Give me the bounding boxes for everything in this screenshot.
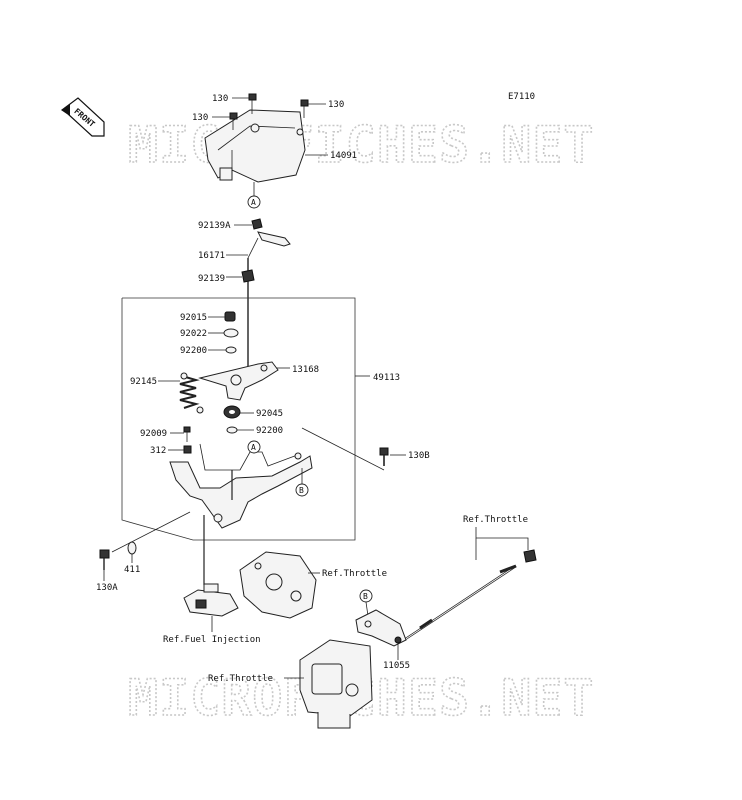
washer-411 <box>127 541 137 555</box>
callout-b-mid <box>295 483 309 497</box>
assembly-frame-49113 <box>121 297 356 541</box>
front-arrow-icon: FRONT <box>60 97 105 137</box>
label-92045: 92045 <box>256 409 283 419</box>
throttle-body-lower <box>299 639 373 729</box>
callout-b-lower-text: B <box>363 592 368 601</box>
label-11055: 11055 <box>383 661 410 671</box>
washer-92200-b <box>226 426 238 434</box>
washer-92022 <box>223 328 239 338</box>
callout-a-top-text: A <box>251 198 256 207</box>
ref-throttle-3: Ref.Throttle <box>208 674 273 684</box>
label-130-a: 130 <box>212 94 228 104</box>
label-130-b: 130 <box>192 113 208 123</box>
spring-92145 <box>179 372 204 414</box>
ref-throttle-2: Ref.Throttle <box>463 515 528 525</box>
cover-14091 <box>204 109 306 183</box>
label-92139: 92139 <box>198 274 225 284</box>
label-312: 312 <box>150 446 166 456</box>
nut-312 <box>183 445 192 454</box>
callout-a-mid-text: A <box>251 443 256 452</box>
clip-92139 <box>241 269 255 283</box>
label-130-c: 130 <box>328 100 344 110</box>
ref-fuel-injection: Ref.Fuel Injection <box>163 635 261 645</box>
bracket <box>169 455 313 529</box>
bolt-130-left <box>229 112 238 130</box>
label-92139a: 92139A <box>198 221 231 231</box>
label-49113: 49113 <box>373 373 400 383</box>
nut-92015 <box>224 311 236 322</box>
label-92200-b: 92200 <box>256 426 283 436</box>
clip-92139a <box>251 218 263 230</box>
diagram-code: E7110 <box>508 92 535 102</box>
label-130b: 130B <box>408 451 430 461</box>
screw-92009 <box>183 426 191 442</box>
callout-b-mid-text: B <box>299 486 304 495</box>
label-411: 411 <box>124 565 140 575</box>
throttle-body-upper <box>239 551 317 619</box>
watermark-top: MICROFICHES.NET <box>128 116 595 174</box>
ref-throttle-1: Ref.Throttle <box>322 569 387 579</box>
label-13168: 13168 <box>292 365 319 375</box>
throttle-rod <box>403 549 537 641</box>
label-92009: 92009 <box>140 429 167 439</box>
label-92022: 92022 <box>180 329 207 339</box>
rod-16171 <box>257 231 291 247</box>
label-130a: 130A <box>96 583 118 593</box>
label-14091: 14091 <box>330 151 357 161</box>
sensor-connector <box>183 515 239 617</box>
bolt-130a <box>99 549 110 570</box>
label-92015: 92015 <box>180 313 207 323</box>
lever-11055 <box>355 609 407 647</box>
bolt-130b <box>379 447 389 466</box>
bolt-130-right <box>300 99 309 118</box>
label-16171: 16171 <box>198 251 225 261</box>
washer-92200-a <box>225 346 237 354</box>
callout-a-mid <box>247 440 261 454</box>
bolt-130-top <box>248 93 257 114</box>
callout-a-top <box>247 195 261 209</box>
label-92145: 92145 <box>130 377 157 387</box>
label-92200-a: 92200 <box>180 346 207 356</box>
